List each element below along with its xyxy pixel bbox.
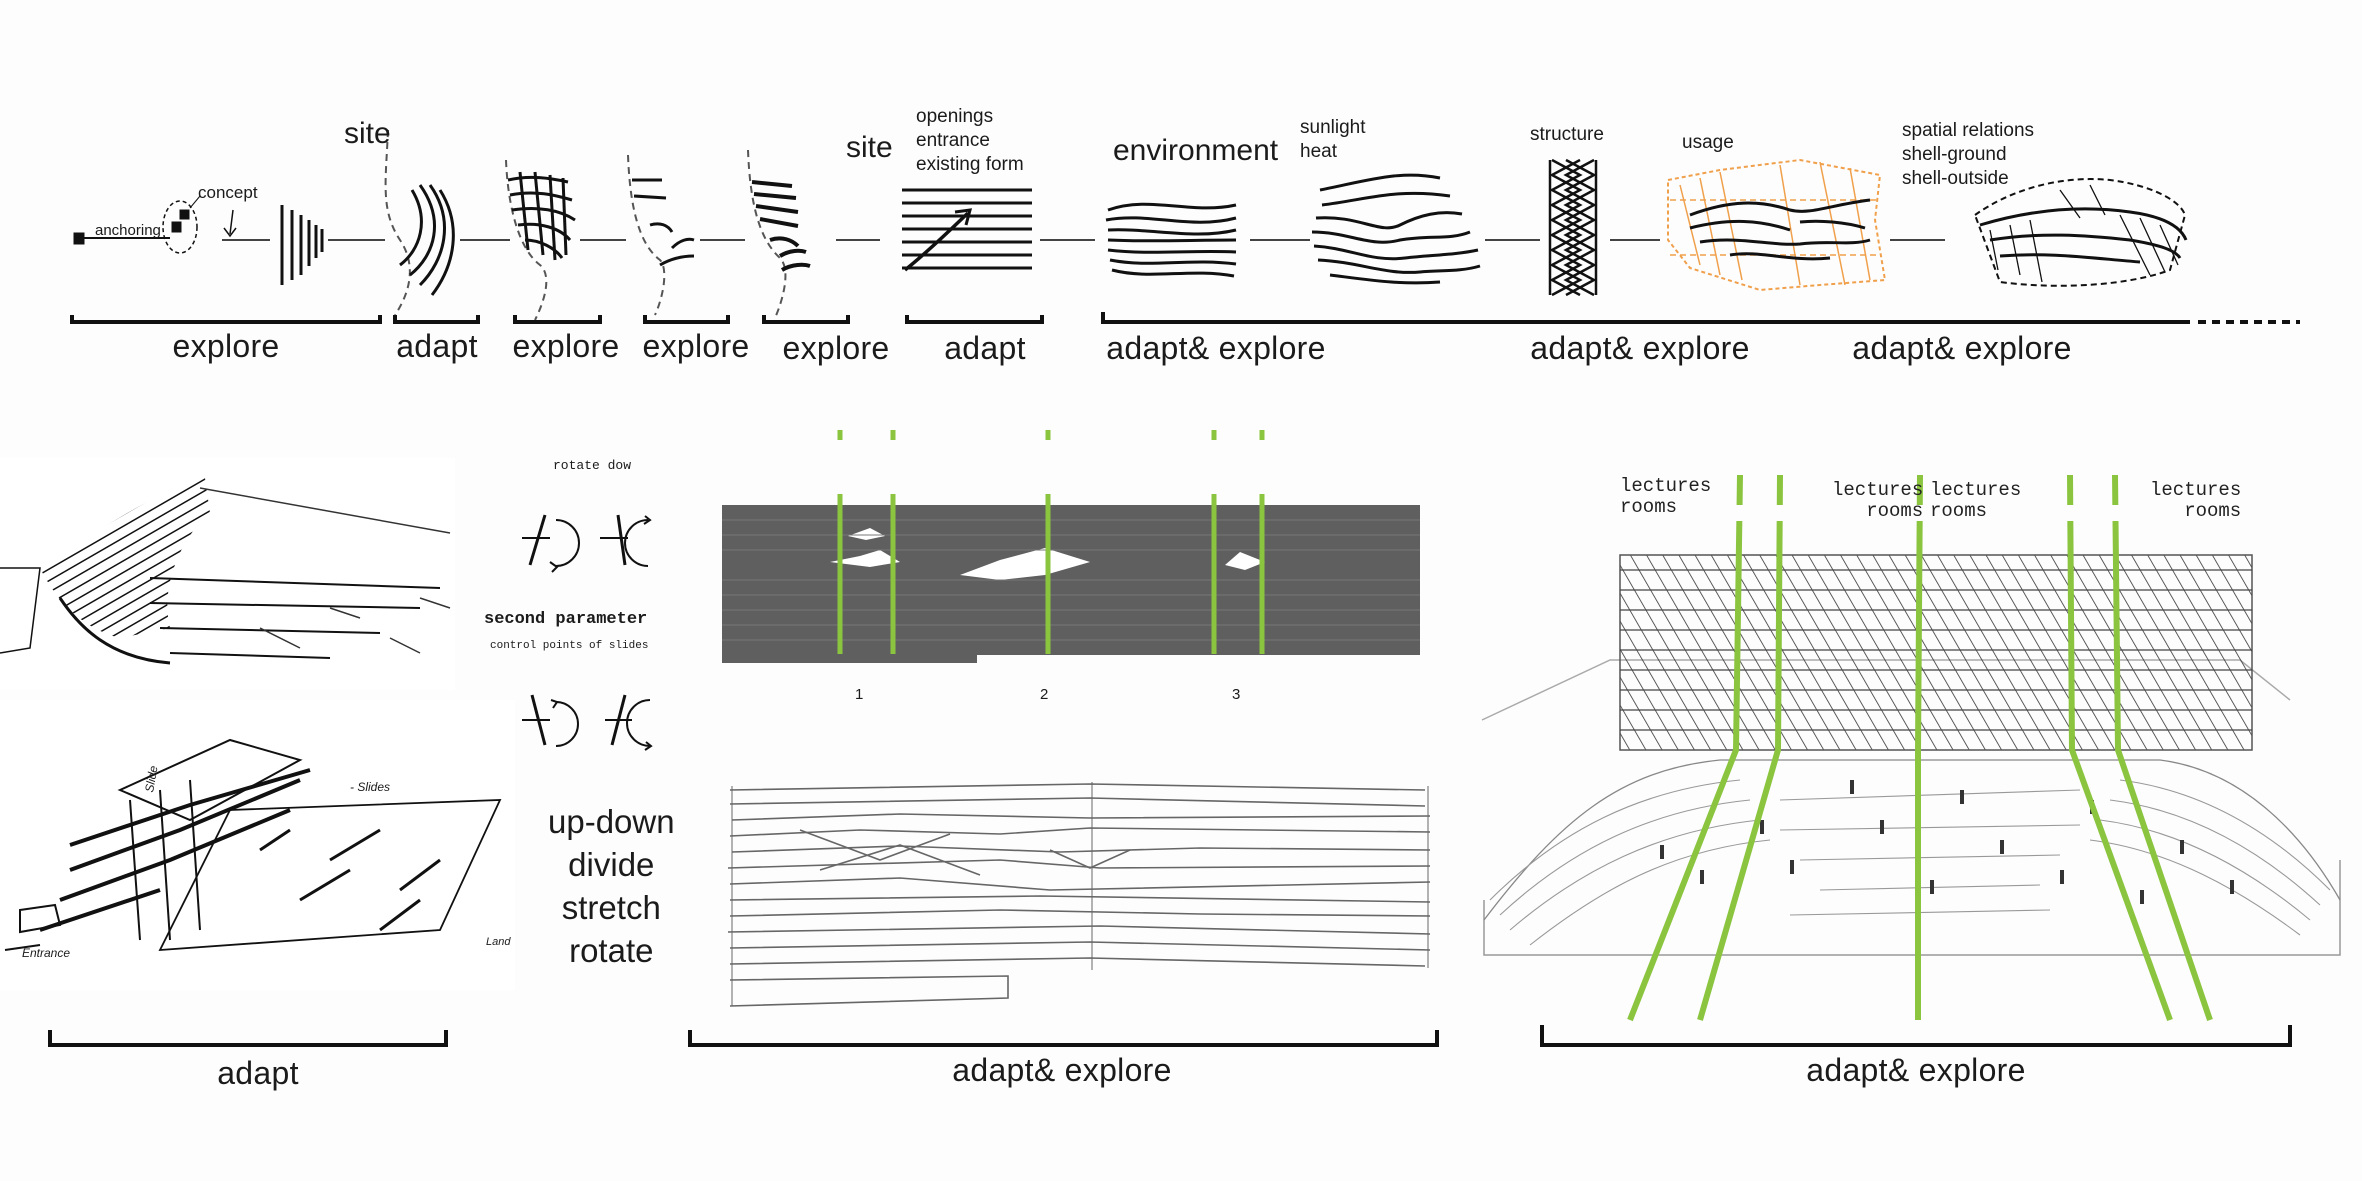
perspective-axes-green [1627, 474, 2213, 1022]
slide-number: 3 [1232, 686, 1241, 703]
phase-label: explore [642, 328, 750, 364]
anchoring-label: anchoring [95, 222, 161, 239]
site-label-1: site [344, 117, 391, 150]
existing-form-label: existing form [916, 154, 1024, 175]
spatial-relations-icon [1973, 178, 2188, 287]
slide-axes-green [837, 430, 1265, 678]
spatial-annotation: spatial relations shell-ground shell-out… [1902, 119, 2034, 191]
sketch-note: - Slides [350, 780, 391, 794]
structure-label: structure [1530, 124, 1604, 145]
phase-label: adapt [217, 1055, 299, 1091]
rotate-label: rotate dow [553, 458, 632, 473]
anchoring-concept-icon [73, 195, 237, 254]
structure-lattice-icon [1548, 158, 1598, 297]
slab-plan-outline [727, 782, 1431, 1007]
openings-label: openings [916, 106, 994, 127]
phase-label: explore [512, 328, 620, 364]
usage-icon [1667, 158, 1887, 292]
heat-label: heat [1300, 141, 1337, 162]
concept-label: concept [198, 183, 258, 202]
perspective-render [1481, 554, 2341, 956]
slide-number: 1 [855, 686, 864, 703]
environment-label: environment [1113, 134, 1279, 167]
phase-label: explore [782, 330, 890, 366]
sunlight-heat-icon [1311, 173, 1481, 285]
phase-label: adapt& explore [1106, 330, 1326, 366]
sunlight-heat-annotation: sunlight heat [1300, 116, 1366, 164]
shell-outside-label: shell-outside [1902, 168, 2009, 189]
strokes-icon-2 [747, 149, 811, 319]
phase-label: adapt [944, 330, 1026, 366]
operation-item: rotate [569, 932, 654, 969]
spatial-relations-label: spatial relations [1902, 120, 2035, 141]
sunlight-label: sunlight [1300, 117, 1366, 138]
usage-label: usage [1682, 132, 1734, 153]
strokes-icon-1 [627, 154, 695, 316]
openings-lines-icon [902, 188, 1032, 272]
hand-sketch-bottom [0, 700, 515, 990]
openings-annotation: openings entrance existing form [916, 105, 1024, 177]
phase-label: adapt& explore [1806, 1052, 2026, 1088]
rotate-parameter-icons [522, 514, 653, 751]
sketch-note: Land [486, 936, 511, 948]
concept-bars-icon [280, 205, 324, 285]
grid-curves-icon [505, 159, 576, 321]
phase-label: adapt [396, 328, 478, 364]
shell-ground-label: shell-ground [1902, 144, 2007, 165]
hand-sketch-top [0, 458, 455, 690]
slab-plan-gray [722, 505, 1420, 663]
operation-item: up-down [548, 803, 675, 840]
second-parameter-label: second parameter [484, 610, 648, 629]
top-brackets [70, 312, 2300, 324]
operations-list: up-down divide stretch rotate [548, 800, 675, 972]
phase-label: adapt& explore [1852, 330, 2072, 366]
site-label-2: site [846, 131, 893, 164]
phase-label: adapt& explore [952, 1052, 1172, 1088]
slide-number: 2 [1040, 686, 1049, 703]
site-curves-icon [384, 129, 455, 316]
control-points-label: control points of slides [490, 640, 649, 652]
environment-lens-icon [1105, 202, 1237, 278]
operation-item: stretch [561, 889, 661, 926]
entrance-label: entrance [916, 130, 990, 151]
sketch-note: Entrance [22, 946, 71, 960]
bottom-brackets [48, 1025, 2292, 1047]
phase-label: explore [172, 328, 280, 364]
operation-item: divide [568, 846, 655, 883]
phase-label: adapt& explore [1530, 330, 1750, 366]
